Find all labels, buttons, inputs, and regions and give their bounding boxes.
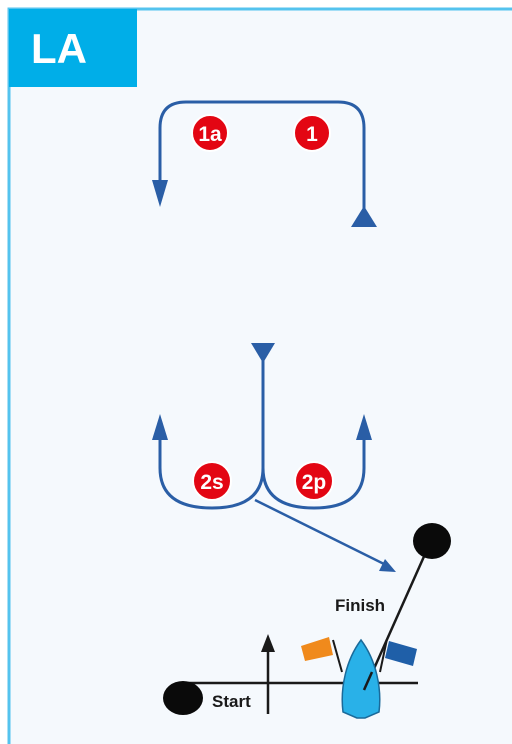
- finish-leg-line: [254, 498, 385, 566]
- orange-flag: [301, 637, 343, 673]
- committee-boat-hull: [341, 638, 381, 719]
- mark-2s-label: 2s: [200, 471, 223, 494]
- finish-leg-arrowhead: [379, 559, 396, 572]
- gate-right-loop: [261, 432, 366, 510]
- mark-1: 1: [293, 114, 331, 152]
- gate-right-arrowhead: [356, 414, 372, 440]
- gate-left-arrowhead: [152, 414, 168, 440]
- course-badge-label: LA: [31, 25, 87, 72]
- upper-left-arrowhead: [152, 180, 168, 207]
- start-pin-buoy: [163, 681, 203, 715]
- course-badge: [9, 9, 137, 87]
- committee-boat-finish-overlay: [362, 671, 374, 691]
- start-direction-arrowhead: [261, 634, 275, 652]
- gate-top-triangle: [251, 343, 275, 363]
- finish-pin-buoy: [413, 523, 451, 559]
- upper-course-line: [158, 100, 366, 222]
- start-label: Start: [212, 692, 251, 711]
- mark-1a: 1a: [191, 114, 229, 152]
- gate-left-loop: [158, 432, 265, 510]
- mark-2p-label: 2p: [302, 471, 327, 494]
- mark-2s: 2s: [192, 461, 232, 501]
- panel-background: [7, 7, 512, 744]
- blue-flag: [379, 638, 417, 673]
- upper-right-triangle: [351, 206, 377, 227]
- finish-label: Finish: [335, 596, 385, 615]
- mark-1-label: 1: [306, 123, 318, 146]
- mark-2p: 2p: [294, 461, 334, 501]
- mark-1a-label: 1a: [198, 123, 222, 146]
